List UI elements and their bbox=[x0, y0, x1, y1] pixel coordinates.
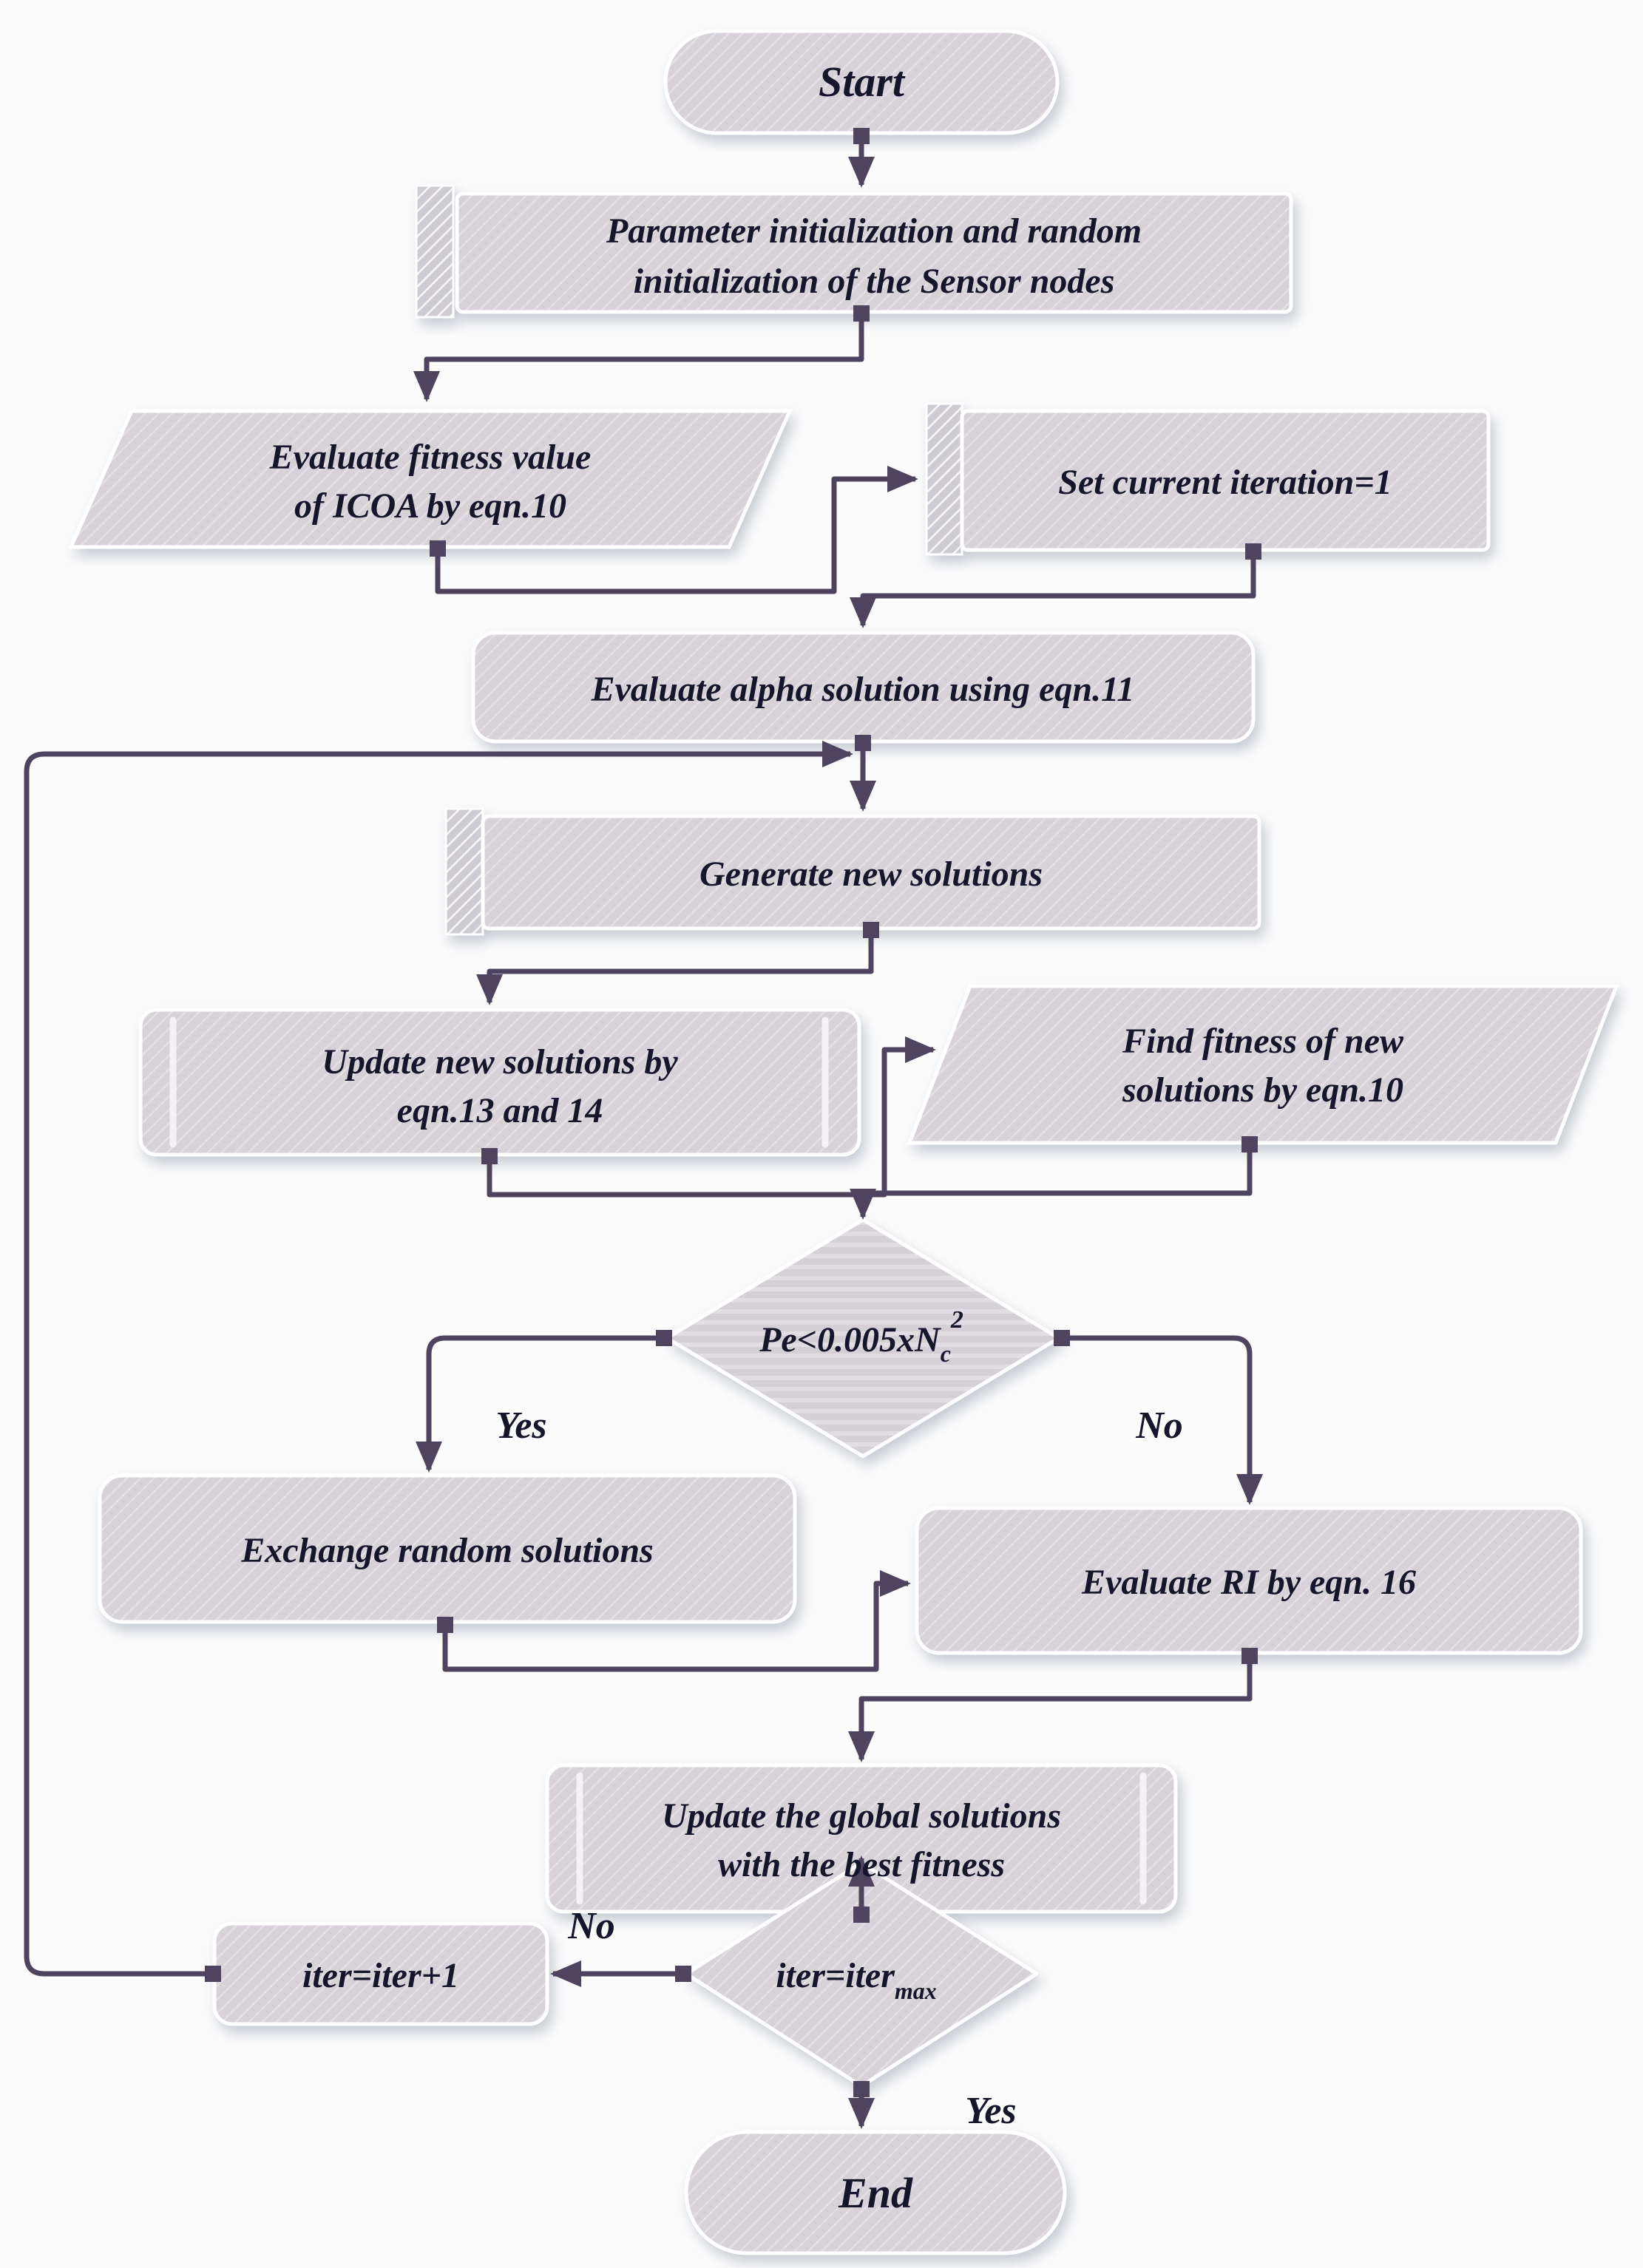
eval-fitness-shape bbox=[68, 409, 793, 549]
generate-label: Generate new solutions bbox=[699, 855, 1043, 894]
decision-iter-subscript: max bbox=[895, 1977, 937, 2004]
edge-generate-to-update-new bbox=[476, 922, 879, 1005]
edge-decision-pe-no-to-eval-ri bbox=[1054, 1330, 1263, 1505]
param-init-hatch-strip bbox=[415, 184, 455, 319]
edge-eval-ri-to-update-global bbox=[848, 1648, 1258, 1762]
decision-pe-main: Pe<0.005xN bbox=[759, 1320, 942, 1359]
update-new-shape bbox=[138, 1008, 861, 1157]
set-iteration-hatch-strip bbox=[925, 402, 963, 556]
eval-ri-label: Evaluate RI by eqn. 16 bbox=[1081, 1563, 1416, 1602]
node-eval-fitness bbox=[68, 409, 793, 549]
node-update-new bbox=[138, 1008, 861, 1157]
update-new-label-line1: Update new solutions by bbox=[322, 1042, 678, 1082]
find-fitness-label-line1: Find fitness of new bbox=[1122, 1022, 1404, 1061]
eval-alpha-label: Evaluate alpha solution using eqn.11 bbox=[591, 670, 1135, 709]
decision-iter-main: iter=iter bbox=[776, 1956, 895, 1995]
eval-fitness-label-line1: Evaluate fitness value bbox=[269, 438, 592, 477]
edge-label-iter-yes: Yes bbox=[965, 2090, 1016, 2132]
node-find-fitness bbox=[907, 984, 1619, 1145]
end-label: End bbox=[838, 2169, 913, 2217]
iter-inc-label: iter=iter+1 bbox=[302, 1956, 459, 1995]
find-fitness-shape bbox=[907, 984, 1619, 1145]
edge-find-fitness-to-decision-pe bbox=[850, 1136, 1258, 1220]
find-fitness-label-line2: solutions by eqn.10 bbox=[1122, 1070, 1403, 1110]
eval-fitness-label-line2: of ICOA by eqn.10 bbox=[294, 486, 566, 526]
decision-iter-label: iter=itermax bbox=[776, 1956, 937, 2004]
param-init-label-line1: Parameter initialization and random bbox=[606, 211, 1142, 251]
node-end bbox=[684, 2130, 1067, 2255]
edge-eval-fitness-to-set-iteration bbox=[430, 466, 918, 594]
update-global-label-line2: with the best fitness bbox=[718, 1845, 1005, 1884]
decision-pe-superscript: 2 bbox=[950, 1306, 963, 1334]
edge-label-pe-no: No bbox=[1135, 1405, 1183, 1447]
update-new-label-line2: eqn.13 and 14 bbox=[397, 1091, 603, 1130]
edge-set-iteration-to-eval-alpha bbox=[850, 543, 1261, 628]
decision-pe-label: Pe<0.005xNc 2 bbox=[759, 1306, 963, 1367]
edge-iter-inc-loop-to-main-flow bbox=[24, 741, 853, 1982]
exchange-label: Exchange random solutions bbox=[240, 1531, 653, 1570]
edge-label-iter-no: No bbox=[567, 1905, 615, 1947]
edge-decision-pe-yes-to-exchange bbox=[416, 1330, 672, 1473]
set-iteration-label: Set current iteration=1 bbox=[1058, 463, 1392, 502]
end-terminal-shape bbox=[684, 2130, 1067, 2255]
node-param-init bbox=[415, 184, 1293, 319]
edge-param-init-to-eval-fitness bbox=[413, 305, 870, 402]
decision-pe-subscript: c bbox=[941, 1340, 951, 1367]
param-init-label-line2: initialization of the Sensor nodes bbox=[634, 262, 1115, 301]
edge-label-pe-yes: Yes bbox=[495, 1405, 546, 1447]
update-global-label-line1: Update the global solutions bbox=[662, 1796, 1061, 1836]
param-init-shape bbox=[455, 191, 1293, 314]
start-label: Start bbox=[819, 58, 906, 106]
generate-hatch-strip bbox=[444, 807, 484, 936]
